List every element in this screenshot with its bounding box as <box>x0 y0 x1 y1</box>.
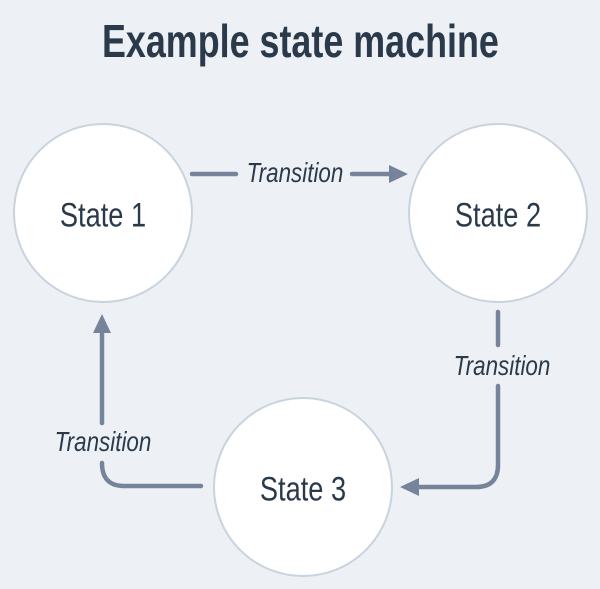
state-1-circle <box>13 123 193 303</box>
state-1-label: State 1 <box>59 196 147 235</box>
transition-2-3-label: Transition <box>453 350 551 381</box>
transition-2-3-line-end <box>414 383 501 490</box>
state-3-circle <box>213 397 393 577</box>
transition-2-3-arrowhead-icon <box>400 478 419 496</box>
transition-3-1-line-start <box>99 460 204 489</box>
transition-1-2-label: Transition <box>246 157 344 188</box>
state-3-label: State 3 <box>259 470 347 509</box>
page-title: Example state machine <box>0 14 600 68</box>
transition-3-1-arrowhead-icon <box>93 314 111 333</box>
state-2-circle <box>408 123 588 303</box>
transition-3-1-label: Transition <box>54 426 152 457</box>
page-title-text: Example state machine <box>101 15 499 67</box>
state-2-label: State 2 <box>454 196 542 235</box>
transition-1-2-arrowhead-icon <box>389 165 408 183</box>
